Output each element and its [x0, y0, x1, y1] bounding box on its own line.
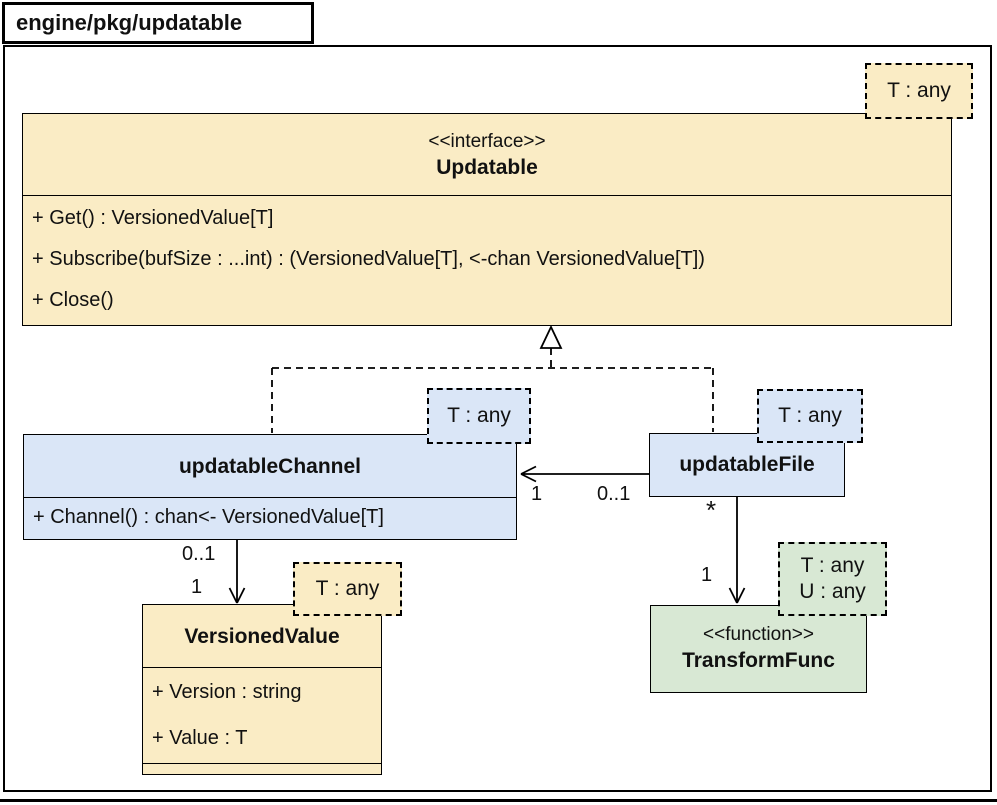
class-updatable-channel: updatableChannel + Channel() : chan<- Ve… — [23, 434, 517, 540]
multiplicity-near-file-bottom: * — [706, 495, 717, 525]
class-versioned-value-header: VersionedValue — [143, 605, 381, 668]
class-updatable-file: updatableFile — [649, 433, 845, 497]
class-updatable-methods: + Get() : VersionedValue[T] + Subscribe(… — [23, 196, 951, 323]
class-versioned-value: VersionedValue + Version : string + Valu… — [142, 604, 382, 775]
package-title: engine/pkg/updatable — [16, 10, 243, 35]
attribute: + Version : string — [152, 681, 302, 704]
class-updatable-stereotype: <<interface>> — [428, 130, 546, 152]
class-updatable-header: <<interface>> Updatable — [23, 114, 951, 196]
class-transform-func-name: TransformFunc — [682, 649, 835, 672]
type-param-label: T : any — [447, 404, 511, 427]
type-param-transform-func: T : any U : any — [778, 542, 887, 616]
class-updatable-channel-methods: + Channel() : chan<- VersionedValue[T] — [24, 498, 516, 537]
multiplicity-near-channel: 1 — [531, 483, 543, 505]
type-param-label: T : any — [887, 79, 951, 102]
class-transform-func-header: <<function>> TransformFunc — [651, 606, 866, 690]
type-param-label: T : any — [800, 554, 865, 577]
class-updatable: <<interface>> Updatable + Get() : Versio… — [22, 113, 952, 326]
multiplicity-near-transform-func: 1 — [701, 564, 713, 586]
method: + Subscribe(bufSize : ...int) : (Version… — [32, 248, 705, 270]
method: + Get() : VersionedValue[T] — [32, 207, 274, 229]
class-updatable-channel-header: updatableChannel — [24, 435, 516, 498]
class-transform-func: <<function>> TransformFunc — [650, 605, 867, 693]
class-updatable-file-header: updatableFile — [650, 434, 844, 494]
class-transform-func-stereotype: <<function>> — [703, 624, 814, 645]
type-param-updatable-channel: T : any — [427, 388, 531, 444]
class-updatable-channel-name: updatableChannel — [178, 454, 362, 478]
class-versioned-value-attributes: + Version : string + Value : T — [143, 668, 381, 763]
attribute: + Value : T — [152, 726, 248, 749]
type-param-updatable: T : any — [865, 63, 973, 119]
class-updatable-name: Updatable — [436, 155, 538, 179]
multiplicity-near-channel-bottom: 0..1 — [182, 543, 216, 565]
multiplicity-near-file: 0..1 — [597, 483, 631, 505]
type-param-updatable-file: T : any — [757, 389, 863, 443]
method: + Close() — [32, 289, 114, 311]
class-versioned-value-empty-compartment — [143, 763, 381, 772]
type-param-versioned-value: T : any — [293, 562, 402, 616]
method: + Channel() : chan<- VersionedValue[T] — [33, 506, 384, 528]
class-updatable-file-name: updatableFile — [679, 452, 815, 476]
canvas-bottom-border — [0, 799, 997, 802]
class-versioned-value-name: VersionedValue — [184, 624, 340, 648]
multiplicity-near-versioned-value: 1 — [191, 576, 203, 598]
type-param-label: U : any — [799, 580, 866, 603]
type-param-label: T : any — [315, 577, 380, 600]
package-title-tab: engine/pkg/updatable — [2, 2, 314, 44]
type-param-label: T : any — [778, 404, 842, 427]
